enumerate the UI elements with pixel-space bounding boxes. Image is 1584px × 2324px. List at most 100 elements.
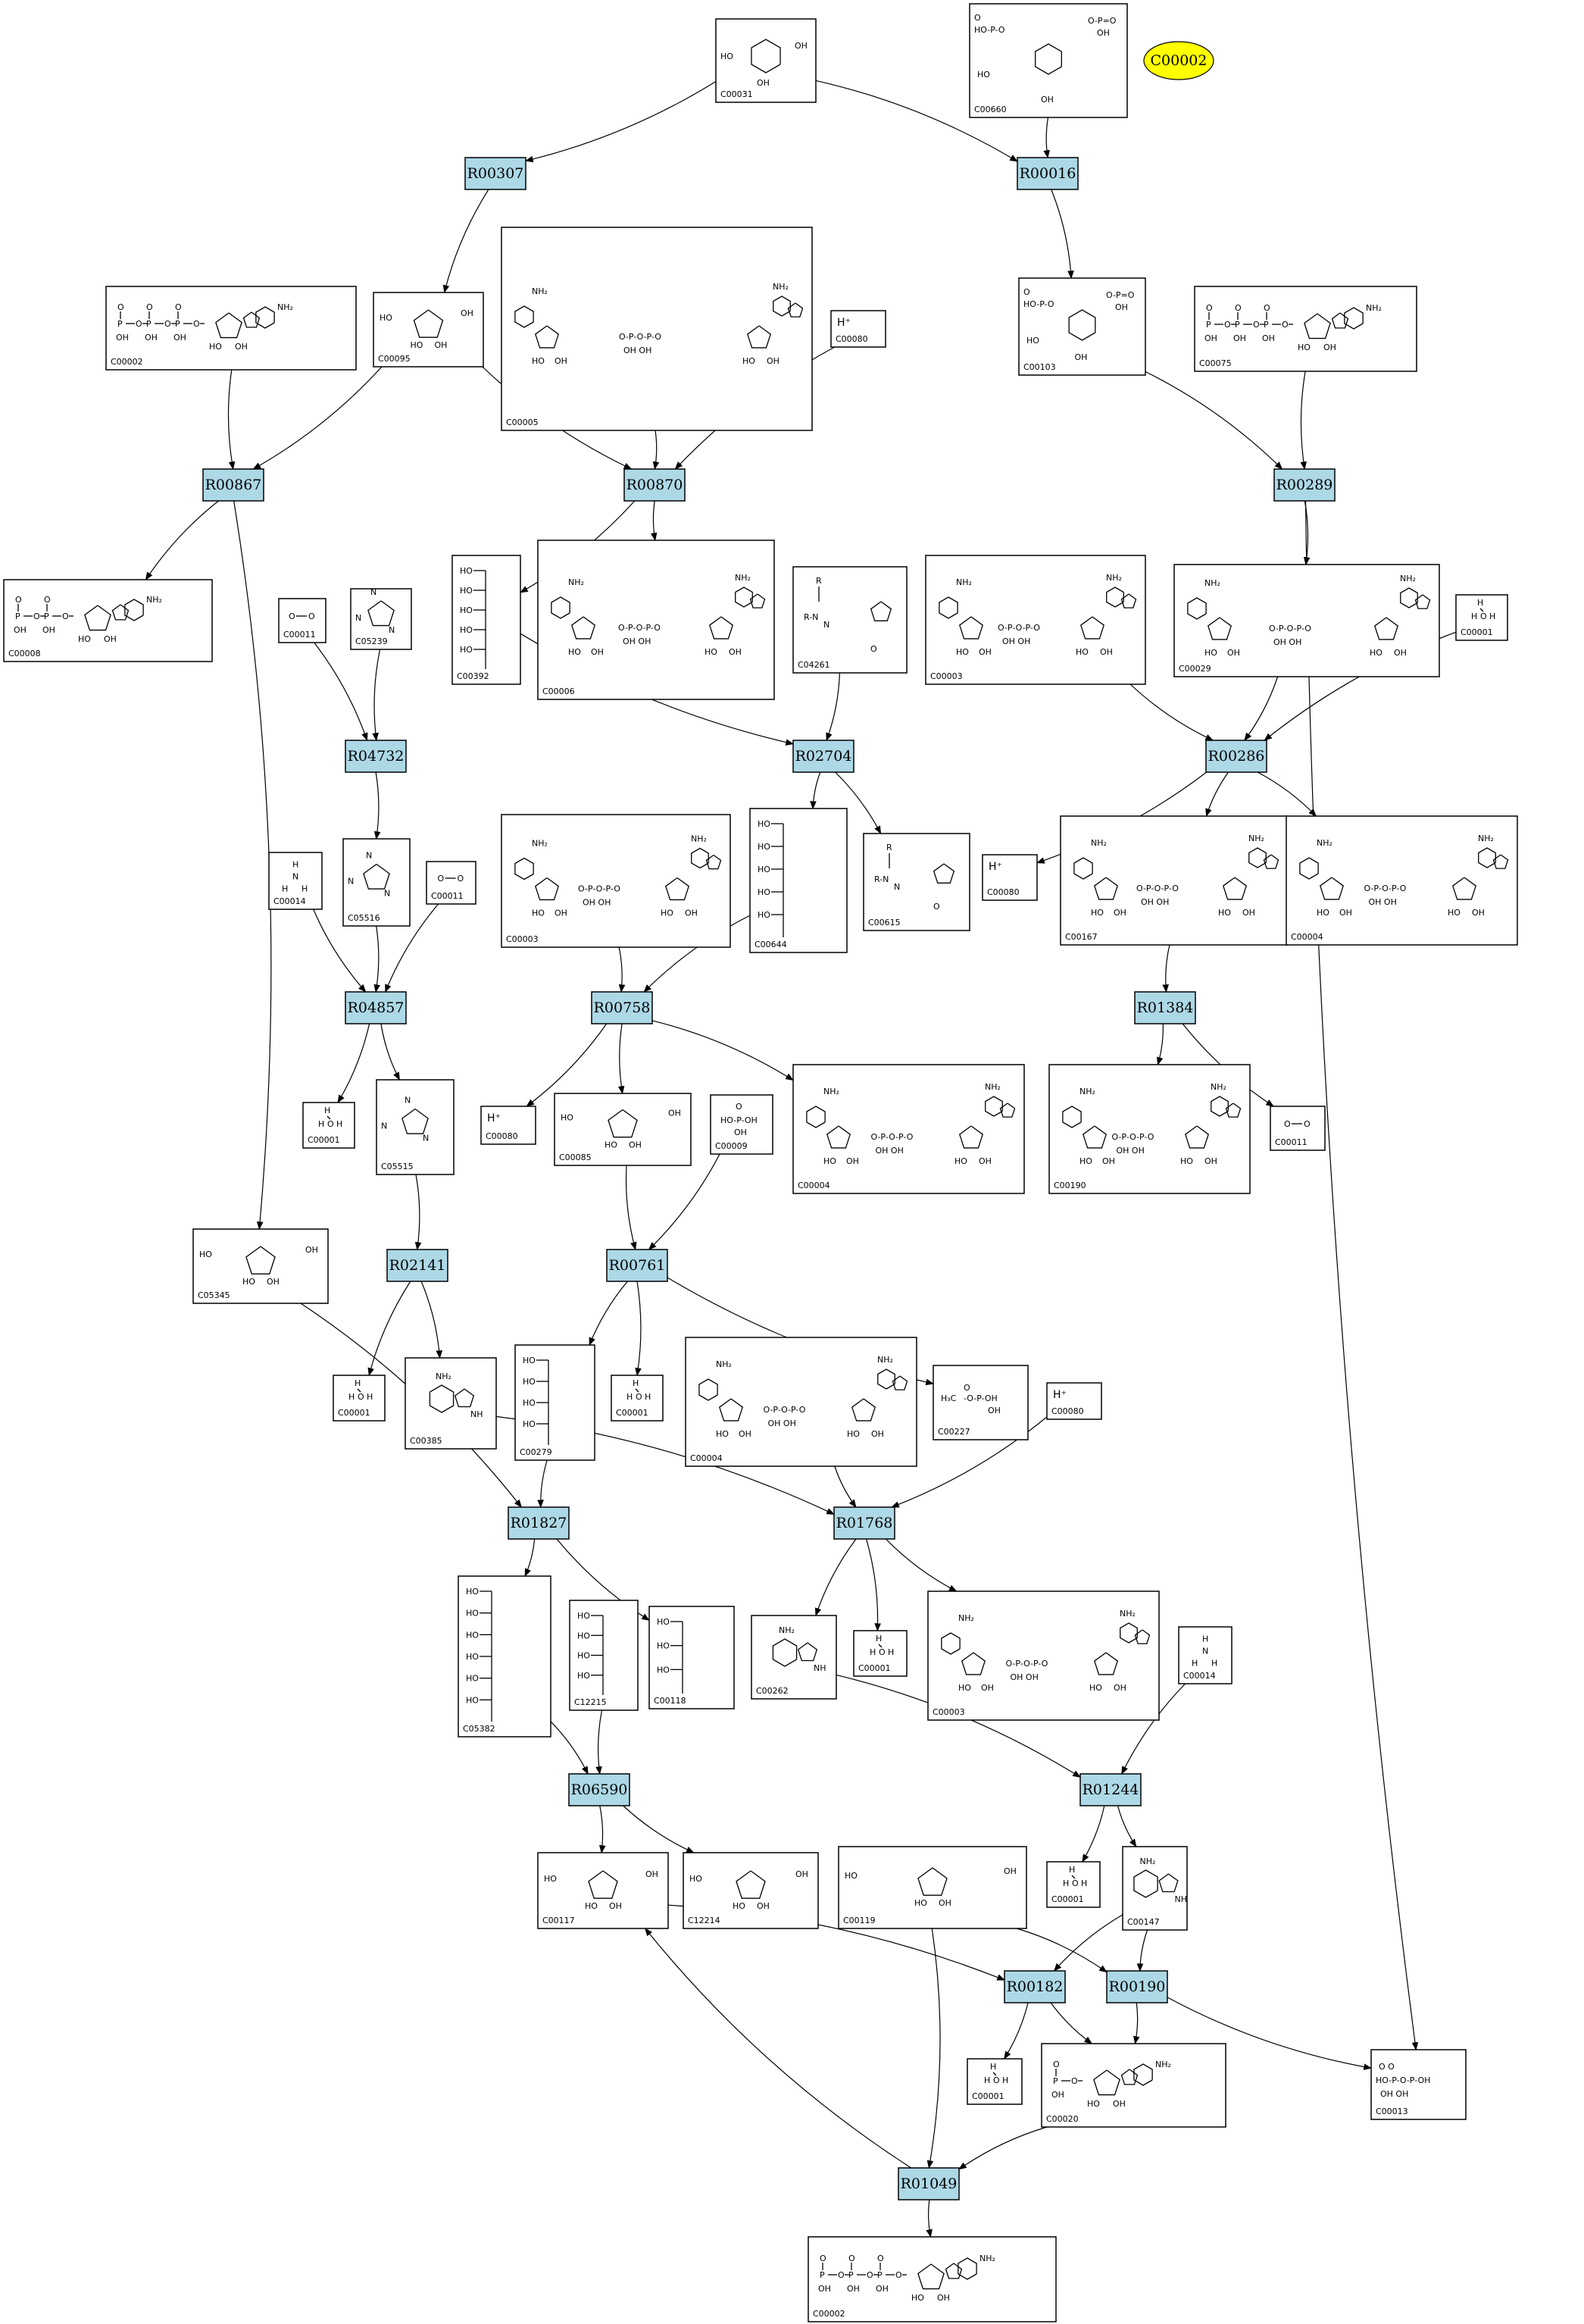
reaction-R00289[interactable]: R00289: [1273, 468, 1336, 502]
highlighted-compound[interactable]: C00002: [1143, 41, 1214, 80]
reaction-R04732[interactable]: R04732: [345, 740, 407, 773]
reaction-R00867[interactable]: R00867: [202, 468, 264, 502]
reaction-R00761[interactable]: R00761: [606, 1249, 668, 1282]
svg-text:O: O: [1284, 1119, 1291, 1129]
edge-R01768-c00001e: [866, 1538, 881, 1632]
svg-text:NH₂: NH₂: [1248, 834, 1264, 843]
reaction-R01244[interactable]: R01244: [1079, 1773, 1142, 1806]
svg-text:H: H: [292, 860, 298, 870]
reaction-label: R02704: [795, 748, 852, 765]
ion-symbol: H⁺: [989, 861, 1002, 873]
svg-text:O: O: [974, 13, 981, 23]
compound-c00080a[interactable]: H⁺C00080: [830, 310, 886, 348]
reaction-R01768[interactable]: R01768: [833, 1506, 895, 1540]
compound-id-label: C00262: [756, 1686, 789, 1696]
reaction-R04857[interactable]: R04857: [345, 991, 407, 1024]
reaction-R00286[interactable]: R00286: [1205, 740, 1267, 773]
reaction-R00758[interactable]: R00758: [591, 991, 653, 1024]
reaction-R06590[interactable]: R06590: [568, 1773, 630, 1806]
reaction-R00870[interactable]: R00870: [623, 468, 686, 502]
reaction-R02141[interactable]: R02141: [386, 1249, 448, 1282]
reaction-R01827[interactable]: R01827: [508, 1506, 570, 1540]
compound-c00080d[interactable]: H⁺C00080: [1046, 1382, 1102, 1420]
edge-c00011a-R04732: [314, 642, 368, 742]
svg-text:HO: HO: [466, 1695, 479, 1705]
svg-text:O: O: [15, 595, 22, 605]
reaction-R00016[interactable]: R00016: [1017, 157, 1079, 190]
reaction-R00182[interactable]: R00182: [1004, 1970, 1066, 2003]
compound-id-label: C00167: [1065, 932, 1098, 942]
svg-text:O: O: [848, 2254, 855, 2263]
reaction-R01384[interactable]: R01384: [1134, 991, 1196, 1024]
reaction-R00190[interactable]: R00190: [1106, 1970, 1168, 2003]
svg-text:OH OH: OH OH: [1011, 1672, 1039, 1682]
reaction-R01049[interactable]: R01049: [898, 2167, 960, 2200]
ion-symbol: H⁺: [837, 317, 851, 329]
svg-text:OH: OH: [1204, 1156, 1217, 1166]
reaction-R02704[interactable]: R02704: [792, 740, 854, 773]
svg-text:O-P-O-P-O: O-P-O-P-O: [764, 1405, 806, 1415]
compound-c00080b[interactable]: H⁺C00080: [982, 854, 1038, 901]
svg-text:H: H: [984, 2075, 990, 2085]
reaction-R00307[interactable]: R00307: [464, 157, 526, 190]
svg-text:O: O: [327, 1119, 334, 1129]
compound-c00080c[interactable]: H⁺C00080: [480, 1106, 536, 1145]
